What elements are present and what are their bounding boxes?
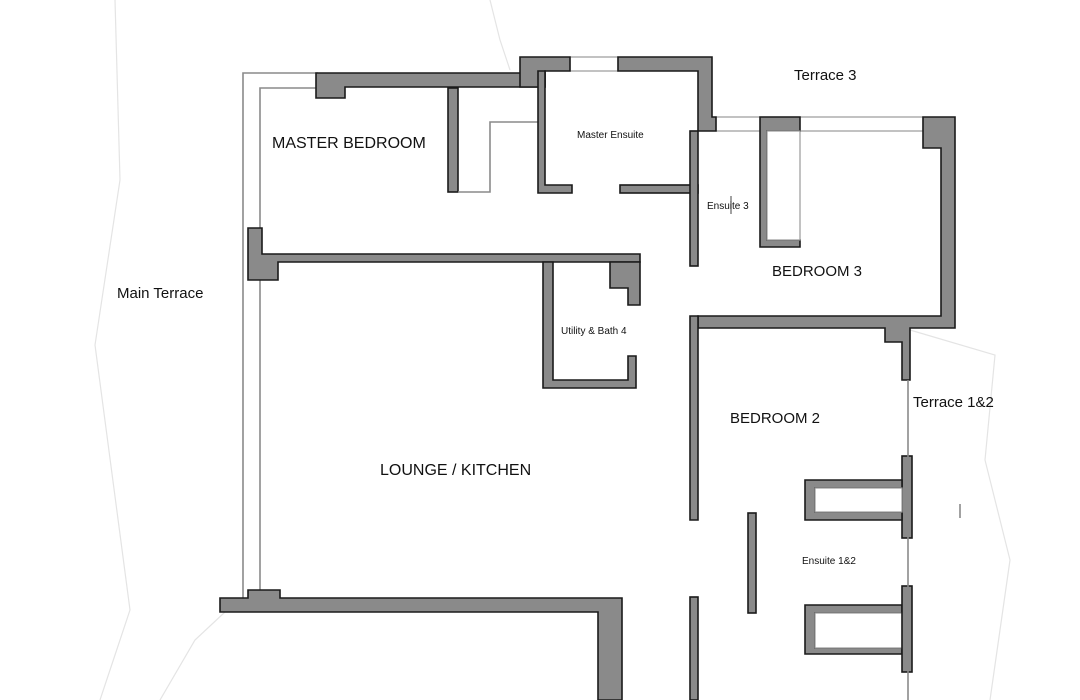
- window-terrace3: [715, 116, 924, 132]
- label-ensuite3: Ensuite 3: [707, 201, 749, 212]
- label-terrace3: Terrace 3: [794, 67, 857, 84]
- label-bedroom3: BEDROOM 3: [772, 263, 862, 280]
- label-master-bedroom: MASTER BEDROOM: [272, 135, 426, 152]
- label-main-terrace: Main Terrace: [117, 285, 203, 302]
- label-master-ensuite: Master Ensuite: [577, 130, 644, 141]
- label-ensuite12: Ensuite 1&2: [802, 556, 856, 567]
- main-terrace-outline: [242, 72, 318, 598]
- walls: [219, 56, 956, 700]
- label-terrace12: Terrace 1&2: [913, 394, 994, 411]
- label-lounge-kitchen: LOUNGE / KITCHEN: [380, 462, 531, 479]
- window-top: [569, 56, 619, 72]
- label-utility-bath4: Utility & Bath 4: [561, 326, 627, 337]
- label-bedroom2: BEDROOM 2: [730, 410, 820, 427]
